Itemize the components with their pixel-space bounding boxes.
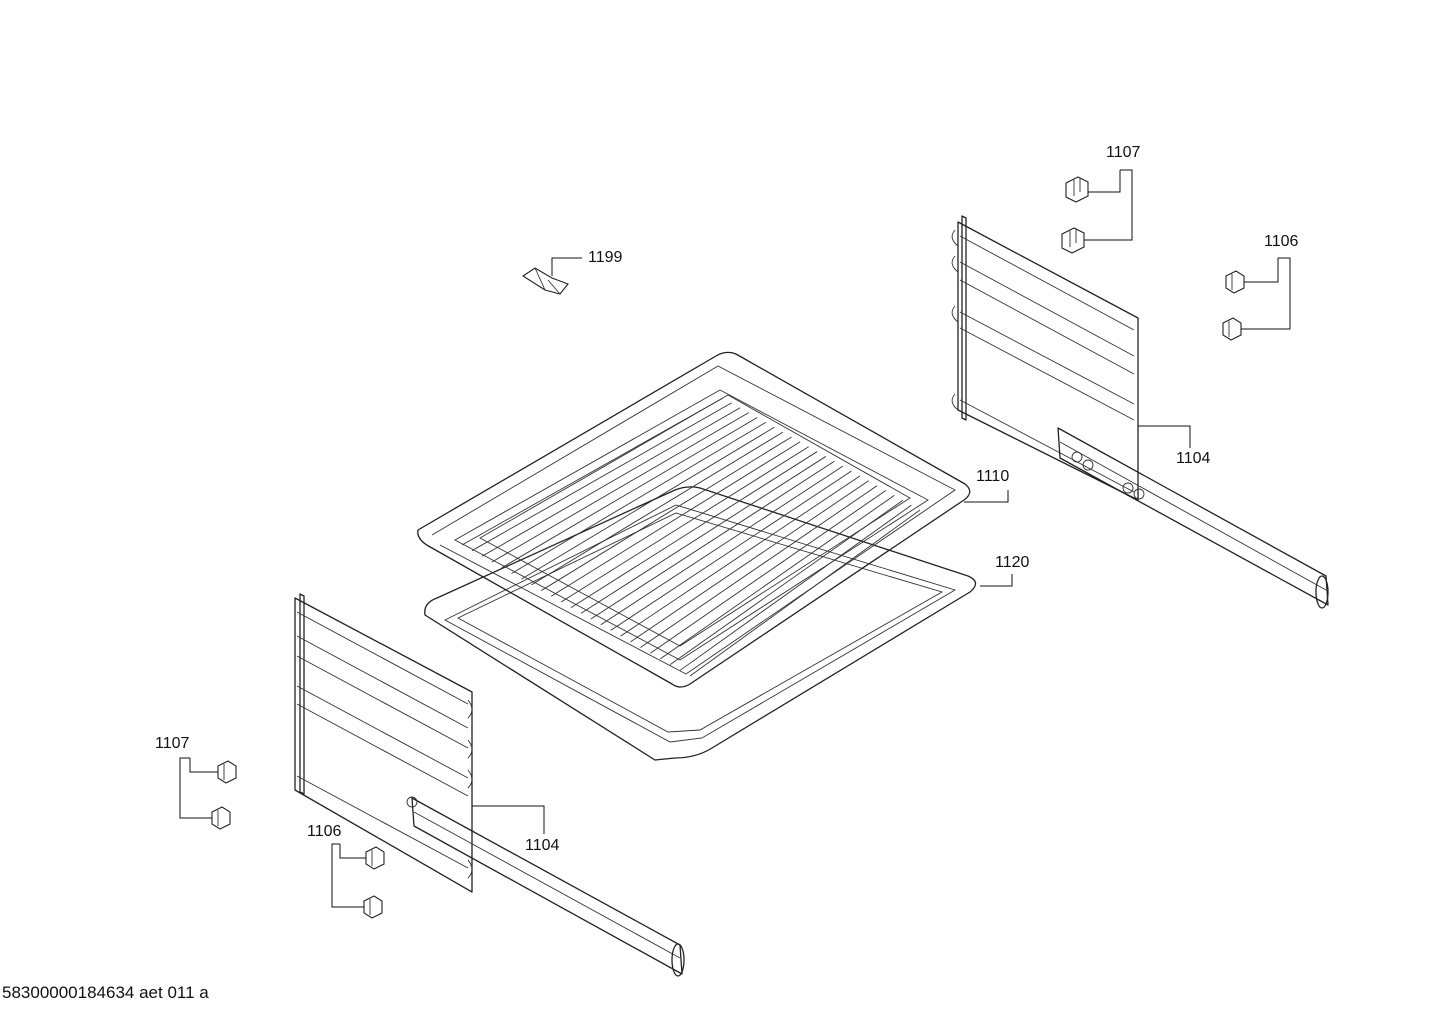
- clip-1107-bottom-a: [217, 760, 237, 784]
- part-label-1110: 1110: [976, 468, 1010, 485]
- part-label-1104-right: 1104: [1176, 450, 1211, 467]
- part-label-1199: 1199: [588, 249, 623, 266]
- drawing-id: 58300000184634 aet 011 a: [2, 983, 209, 1002]
- part-label-1104-left: 1104: [525, 837, 560, 854]
- clip-1106-top-b: [1222, 317, 1242, 341]
- clip-1106-bottom-b: [363, 895, 383, 919]
- part-label-1107-bottom: 1107: [155, 735, 190, 752]
- leader-lines: [179, 169, 1291, 908]
- clip-1106-top-a: [1225, 270, 1245, 294]
- clip-1107-top-b: [1061, 227, 1085, 254]
- clip-1106-bottom-a: [365, 846, 385, 870]
- shelf-rail-right: [951, 215, 1329, 609]
- part-label-1107-top: 1107: [1106, 144, 1141, 161]
- part-label-1106-bottom: 1106: [307, 823, 342, 840]
- shelf-rail-left: [294, 593, 685, 977]
- clip-1107-top-a: [1065, 176, 1089, 203]
- clip-1199: [521, 267, 569, 295]
- wire-rack: [417, 351, 971, 688]
- part-label-1106-top: 1106: [1264, 233, 1299, 250]
- baking-tray: [424, 486, 977, 761]
- wire-rack-bars: [461, 397, 921, 677]
- clip-1107-bottom-b: [211, 806, 231, 830]
- part-label-1120: 1120: [995, 554, 1030, 571]
